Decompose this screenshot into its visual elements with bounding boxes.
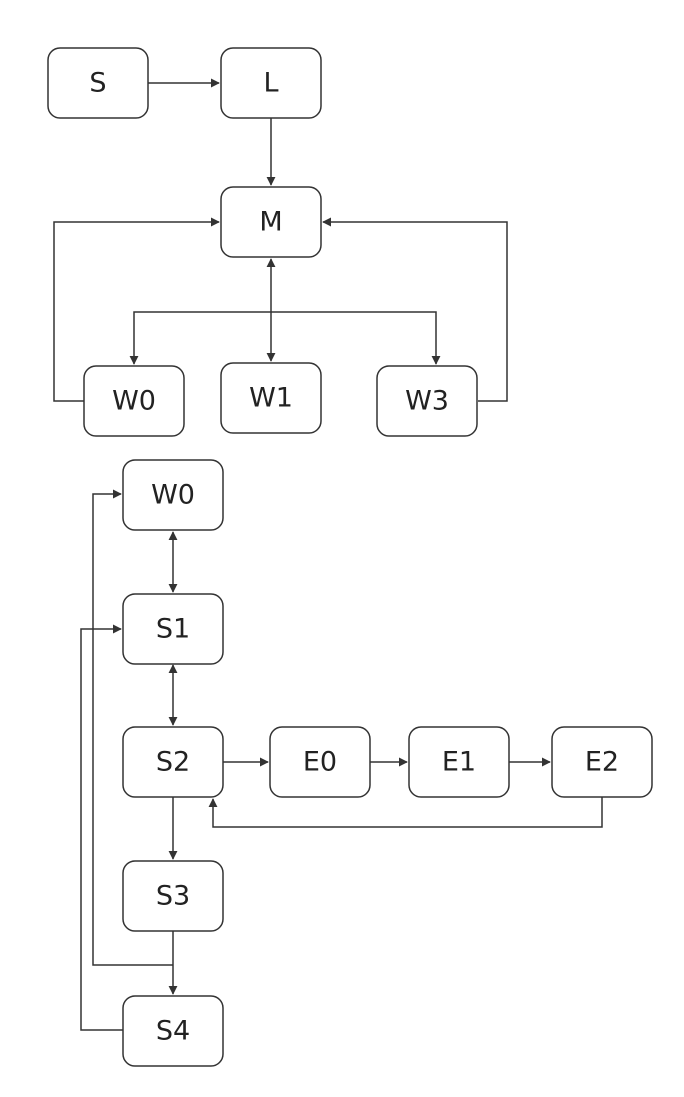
- edges-top: [53, 78, 508, 402]
- node-w1: W1: [220, 362, 322, 434]
- edge-w3-to-m: [322, 217, 508, 402]
- node-e0: E0: [269, 726, 371, 798]
- node-s1: S1: [122, 593, 224, 665]
- node-e0-label: E0: [303, 747, 337, 778]
- edge-s4-to-s1: [80, 624, 123, 1031]
- node-w3: W3: [376, 365, 478, 437]
- node-m: M: [220, 186, 322, 258]
- node-l: L: [220, 47, 322, 119]
- node-w3-label: W3: [405, 386, 449, 417]
- edge-s3-to-w0: [92, 489, 173, 966]
- node-m-label: M: [259, 207, 282, 238]
- edge-branch-to-w0: [129, 311, 271, 365]
- node-l-label: L: [263, 68, 278, 99]
- node-s4: S4: [122, 995, 224, 1067]
- node-s-label: S: [89, 68, 106, 99]
- node-w0-bottom: W0: [122, 459, 224, 531]
- node-s3: S3: [122, 860, 224, 932]
- edge-w0-to-m: [53, 217, 220, 402]
- edge-branch-to-w3: [271, 311, 441, 365]
- node-s4-label: S4: [156, 1016, 190, 1047]
- node-s2: S2: [122, 726, 224, 798]
- edges-bottom: [80, 489, 603, 1031]
- node-w0-bottom-label: W0: [151, 480, 195, 511]
- node-w0-top-label: W0: [112, 386, 156, 417]
- node-s2-label: S2: [156, 747, 190, 778]
- node-s1-label: S1: [156, 614, 190, 645]
- node-w0-top: W0: [83, 365, 185, 437]
- node-e2: E2: [551, 726, 653, 798]
- node-w1-label: W1: [249, 383, 293, 414]
- node-e1: E1: [408, 726, 510, 798]
- node-s3-label: S3: [156, 881, 190, 912]
- node-s: S: [47, 47, 149, 119]
- node-e1-label: E1: [442, 747, 476, 778]
- node-e2-label: E2: [585, 747, 619, 778]
- edge-e2-to-s2: [208, 797, 603, 828]
